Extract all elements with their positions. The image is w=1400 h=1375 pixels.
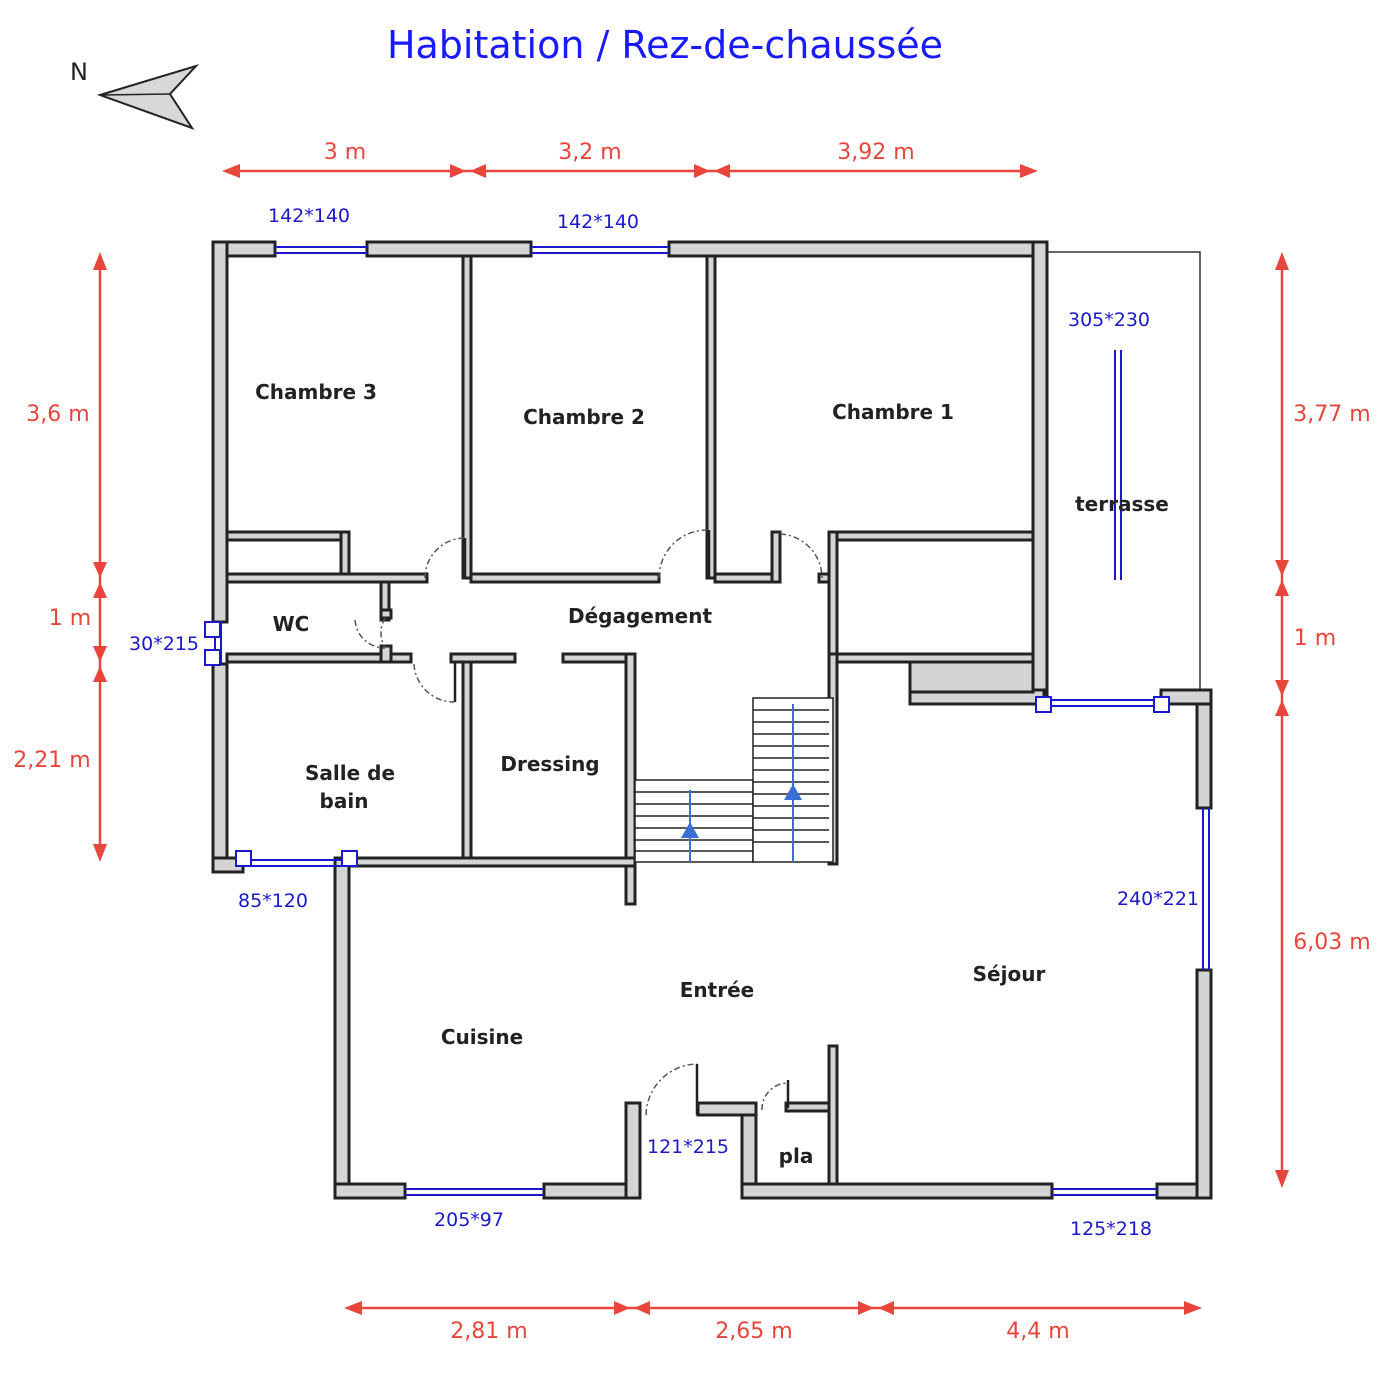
dim-top-3: 3,92 m (837, 140, 914, 165)
dimension-bottom: 2,81 m 2,65 m 4,4 m (344, 1301, 1202, 1344)
dim-left-3: 2,21 m (13, 748, 90, 773)
room-pla: pla (779, 1144, 814, 1168)
room-wc: WC (273, 612, 310, 636)
room-chambre-1: Chambre 1 (832, 400, 954, 424)
dimension-top: 3 m 3,2 m 3,92 m (222, 140, 1038, 178)
room-degagement: Dégagement (568, 604, 713, 628)
dimension-right: 3,77 m 1 m 6,03 m (1275, 252, 1371, 1188)
label-window-sdb: 85*120 (238, 890, 308, 912)
dim-top-1: 3 m (324, 140, 366, 165)
terrace-outline (1040, 251, 1201, 700)
room-chambre-2: Chambre 2 (523, 405, 645, 429)
room-salle-de-bain-line1: Salle de (305, 761, 395, 785)
room-cuisine: Cuisine (441, 1025, 523, 1049)
dim-right-3: 6,03 m (1293, 930, 1370, 955)
exterior-walls (211, 240, 1213, 1200)
dim-bottom-1: 2,81 m (450, 1319, 527, 1344)
room-chambre-3: Chambre 3 (255, 380, 377, 404)
staircase (634, 697, 834, 863)
dim-left-1: 3,6 m (26, 402, 89, 427)
room-dressing: Dressing (500, 752, 599, 776)
room-entree: Entrée (680, 978, 754, 1002)
room-sejour: Séjour (973, 962, 1046, 986)
dimension-left: 3,6 m 1 m 2,21 m (13, 252, 107, 862)
dim-bottom-2: 2,65 m (715, 1319, 792, 1344)
dim-top-2: 3,2 m (558, 140, 621, 165)
dim-left-2: 1 m (49, 606, 91, 631)
north-label: N (70, 58, 88, 86)
label-door-entree: 121*215 (647, 1136, 729, 1158)
dim-right-2: 1 m (1294, 626, 1336, 651)
dim-bottom-3: 4,4 m (1006, 1319, 1069, 1344)
label-window-terrasse: 305*230 (1068, 309, 1150, 331)
north-arrow-icon: N (70, 58, 200, 130)
dim-right-1: 3,77 m (1293, 402, 1370, 427)
page-title: Habitation / Rez-de-chaussée (387, 23, 943, 67)
room-salle-de-bain-line2: bain (320, 789, 369, 813)
doors (354, 529, 823, 1116)
label-window-sejour-east: 240*221 (1117, 888, 1199, 910)
label-window-chambre2: 142*140 (557, 211, 639, 233)
windows (204, 246, 1210, 1196)
label-window-cuisine: 205*97 (434, 1209, 504, 1231)
label-window-wc: 30*215 (129, 633, 199, 655)
room-terrasse: terrasse (1075, 492, 1169, 516)
label-window-chambre3: 142*140 (268, 205, 350, 227)
label-window-sejour-south: 125*218 (1070, 1218, 1152, 1240)
